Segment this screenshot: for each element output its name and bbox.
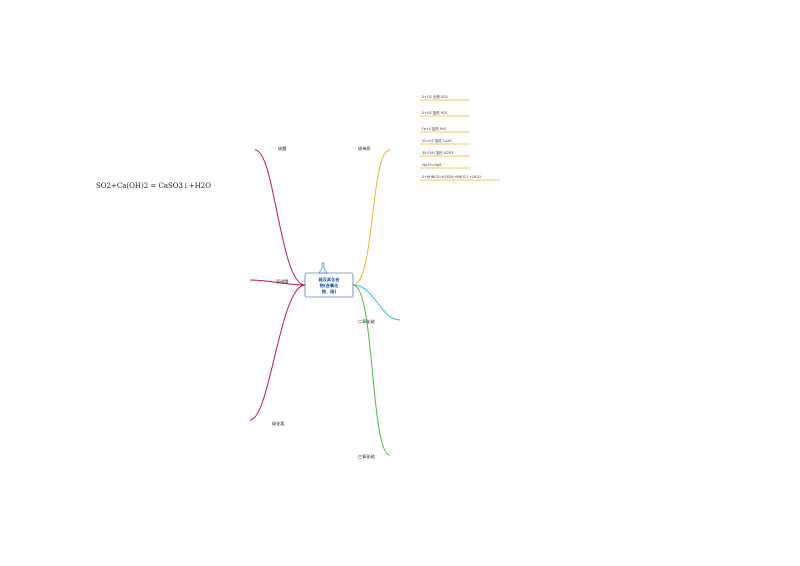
- branch-label-r2: 二氧化硫: [358, 318, 376, 325]
- root-node[interactable]: 硫及其化合 物(含氧化 物、硫): [304, 272, 354, 298]
- root-line-1: 硫及其化合: [319, 276, 341, 283]
- orange-leaves: S+O2 点燃 SO2 S+H2 加热 H2S Fe+S 加热 FeS 2Cu+…: [420, 94, 500, 181]
- branch-label-l3: 硫化氢: [272, 420, 285, 427]
- orange-leaf-1: S+H2 加热 H2S: [422, 110, 448, 115]
- branch-label-l2: 亚硫酸: [276, 278, 289, 285]
- branch-label-r3: 三氧化硫: [358, 453, 376, 460]
- big-formula: SO2+Ca(OH)2 = CaSO3↓+H2O: [96, 182, 211, 190]
- root-line-3: 物、硫): [322, 288, 337, 295]
- branch-label-r1: 硫单质: [358, 145, 371, 152]
- flask-icon: [318, 262, 328, 274]
- orange-leaf-3: 2Cu+S 加热 Cu2S: [422, 138, 451, 143]
- orange-leaf-6: S+6HNO3=H2SO4+6NO2↑+2H2O: [422, 175, 481, 179]
- orange-leaf-4: 3S+2Al 加热 Al2S3: [422, 150, 453, 155]
- orange-leaf-0: S+O2 点燃 SO2: [422, 94, 448, 99]
- orange-leaf-5: Hg+S=HgS: [422, 163, 441, 167]
- root-line-2: 物(含氧化: [320, 282, 339, 289]
- orange-leaf-2: Fe+S 加热 FeS: [422, 126, 446, 131]
- branch-label-l1: 硫酸: [278, 145, 287, 152]
